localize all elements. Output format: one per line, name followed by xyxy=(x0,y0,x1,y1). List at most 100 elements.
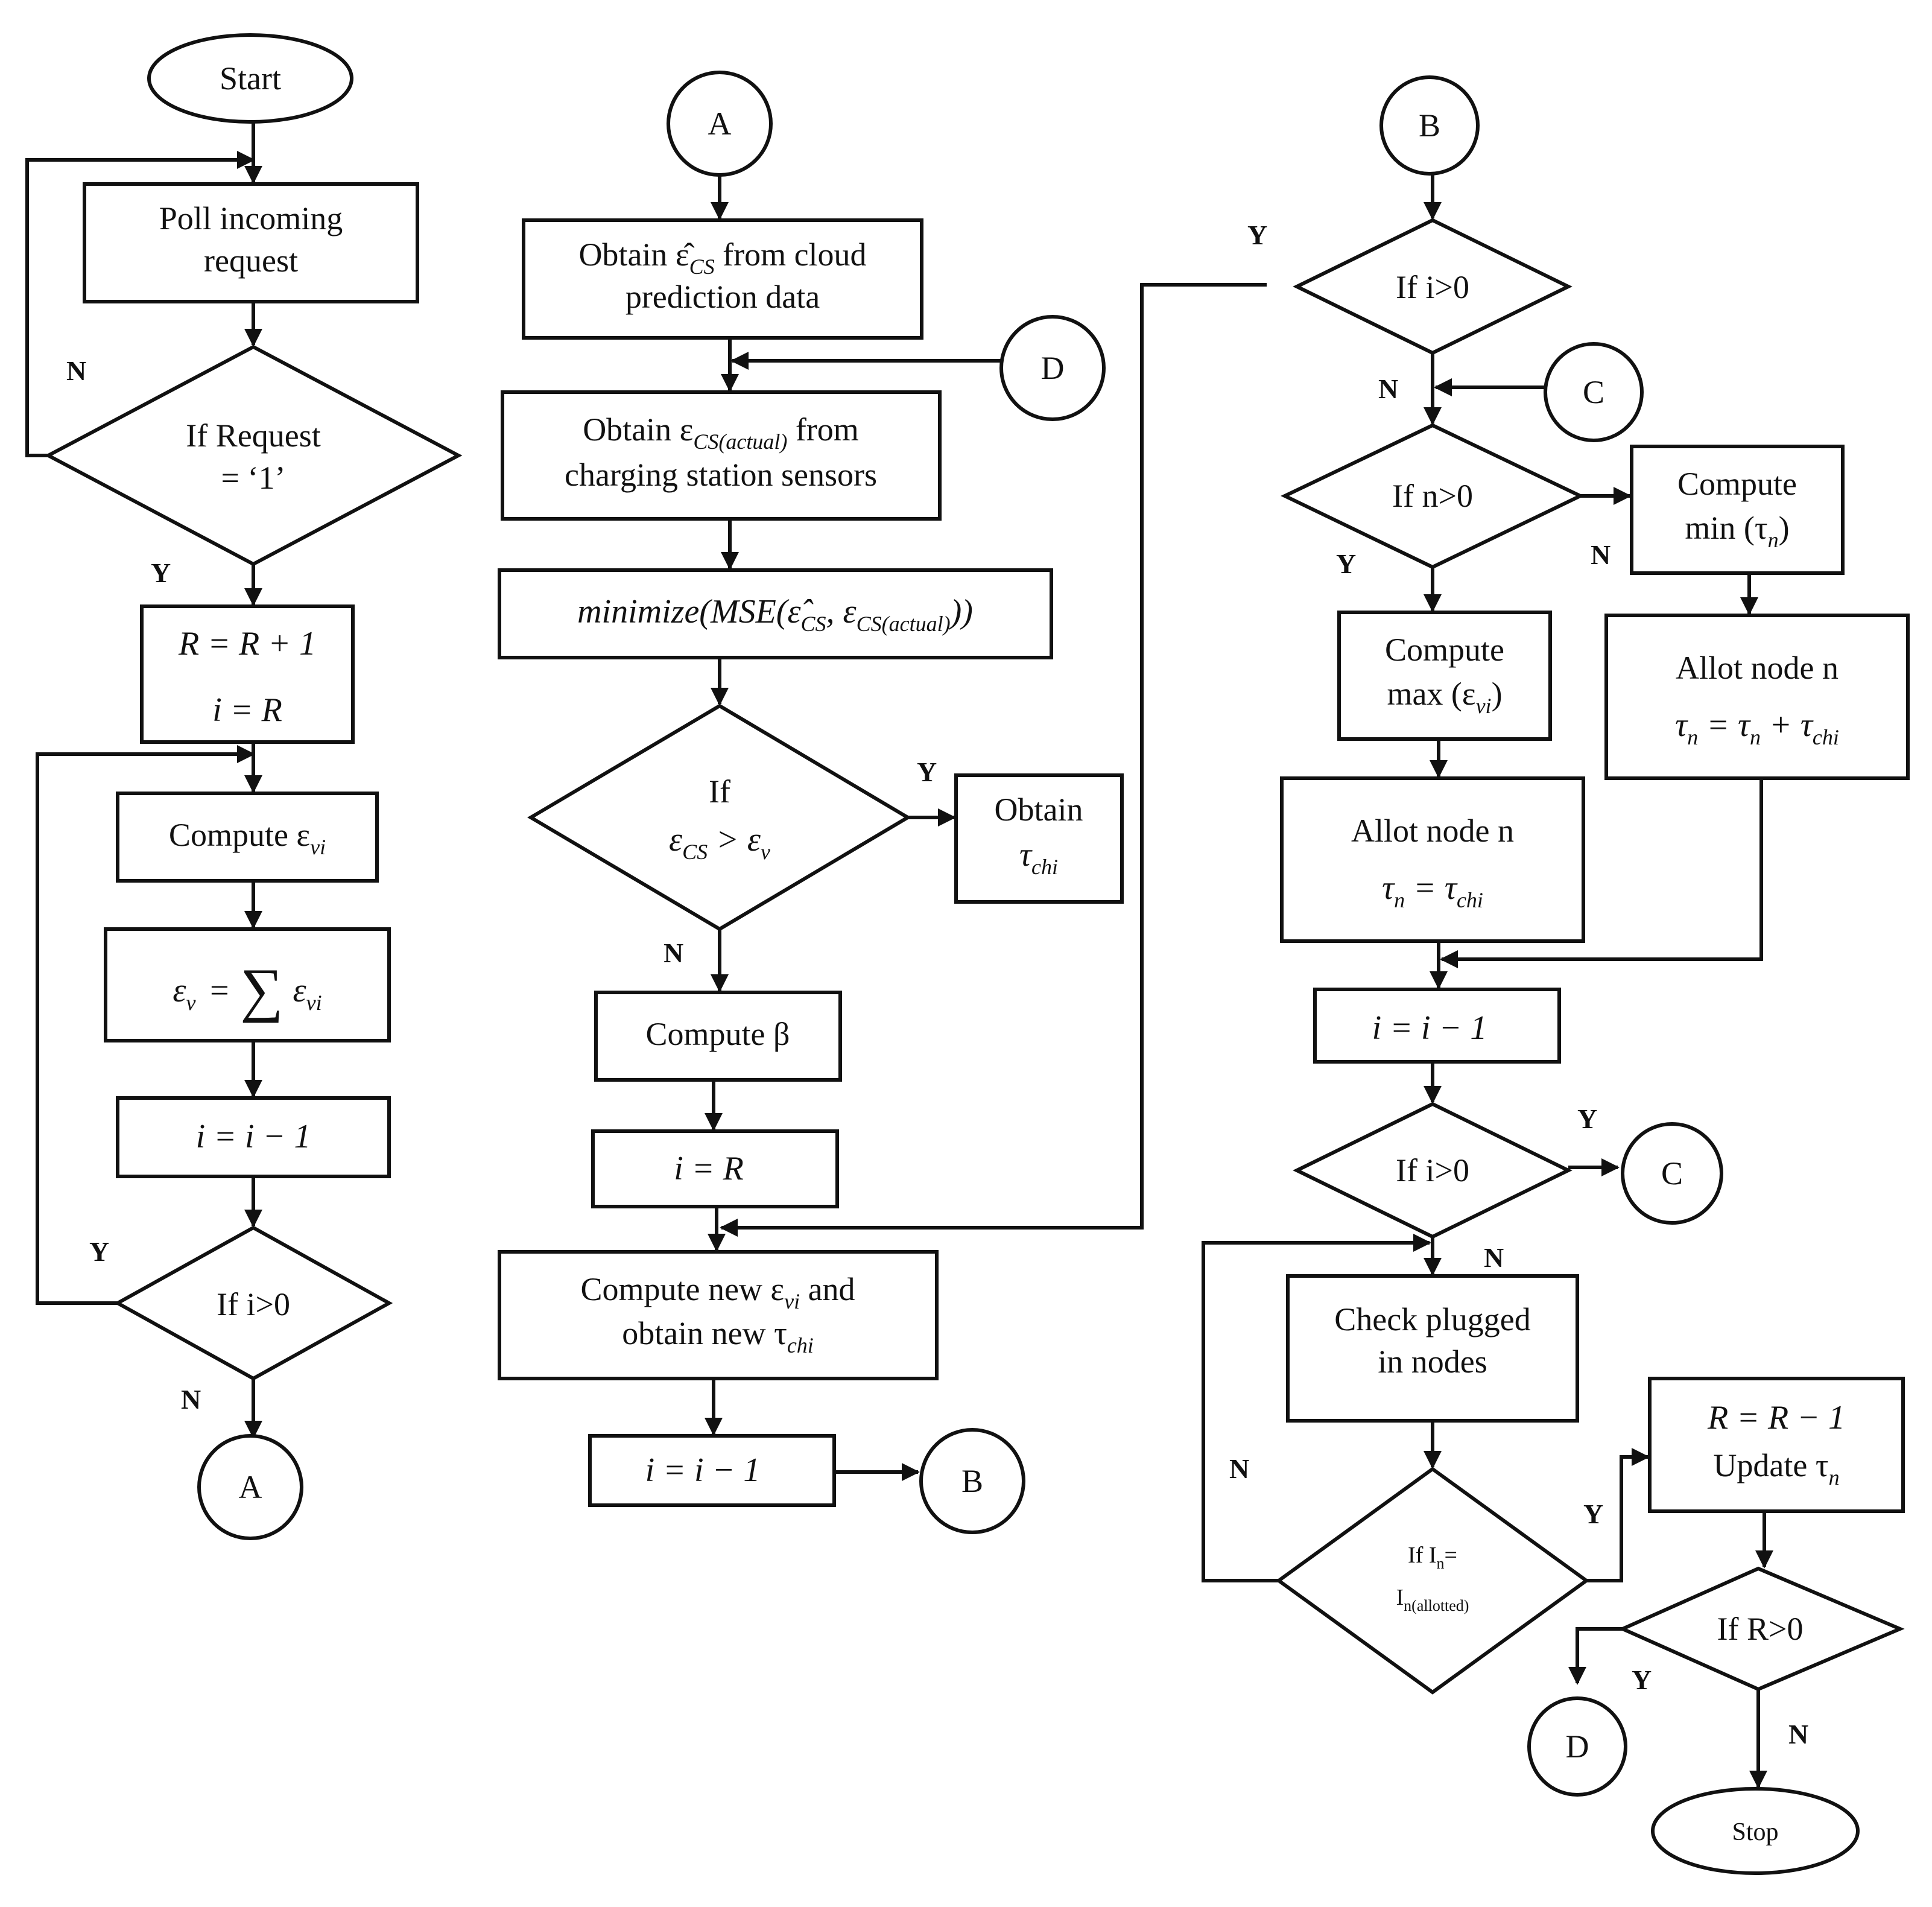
connector-a-col1-label: A xyxy=(239,1469,262,1505)
connector-a-col1 xyxy=(197,1434,303,1540)
loop-yes-from-col3 xyxy=(720,283,1267,1237)
check-plugged-box xyxy=(1286,1274,1579,1423)
check-plugged-line2: in nodes xyxy=(1378,1344,1487,1380)
i-decrement-label: i = i − 1 xyxy=(196,1118,311,1155)
obtain-actual-line1: Obtain εCS(actual) from xyxy=(583,411,859,454)
compute-new-line2: obtain new τchi xyxy=(622,1315,814,1357)
if-in-allotted-decision xyxy=(1275,1467,1590,1695)
i-equals-r-col2-label: i = R xyxy=(674,1150,744,1187)
allot-right-line2: τn = τn + τchi xyxy=(1675,706,1839,749)
stop-label: Stop xyxy=(1732,1818,1778,1846)
start-terminal xyxy=(147,33,353,124)
i-equals-r-box-col2 xyxy=(591,1129,839,1208)
compute-min-line1: Compute xyxy=(1677,466,1797,502)
compute-max-line1: Compute xyxy=(1385,632,1504,668)
if-i-bottom-label: If i>0 xyxy=(1396,1152,1469,1188)
allot-right-line1: Allot node n xyxy=(1676,650,1839,686)
label-y-ifecs: Y xyxy=(917,757,937,787)
allot-left-line1: Allot node n xyxy=(1351,813,1514,849)
r-decrement-box xyxy=(1648,1377,1905,1513)
i-decrement-box xyxy=(116,1096,391,1178)
if-ecs-label-line1: If xyxy=(709,773,730,810)
loop-no-request xyxy=(25,151,255,457)
label-y-ifr: Y xyxy=(1632,1664,1652,1695)
connector-c-left xyxy=(1544,342,1644,442)
sum-label: εv=∑εvi xyxy=(173,956,321,1023)
connector-c-left-label: C xyxy=(1583,374,1604,410)
arrow-right-branch-merge xyxy=(1440,778,1763,968)
label-y-ifn: Y xyxy=(1336,548,1356,579)
label-n-ifi-col1: N xyxy=(181,1384,201,1415)
if-ecs-gt-ev-decision xyxy=(527,703,911,931)
sum-box xyxy=(104,927,391,1042)
column-3: B If i>0 Y N C If n>0 N Compute min (τn)… xyxy=(1202,75,1910,1875)
connector-b-col3-label: B xyxy=(1419,107,1440,144)
label-n-ifecs: N xyxy=(664,938,683,968)
obtain-tau-box xyxy=(954,773,1124,904)
column-2: A Obtain ε̂CS from cloud prediction data… xyxy=(498,71,1267,1534)
compute-min-box xyxy=(1630,445,1845,575)
loop-no-plugged xyxy=(1202,1234,1431,1582)
connector-c-right xyxy=(1621,1122,1723,1225)
compute-max-line2: max (εvi) xyxy=(1387,676,1502,718)
arrow-ifr-to-d xyxy=(1568,1627,1623,1685)
obtain-tau-line2: τchi xyxy=(1019,836,1058,879)
connector-b-col2-label: B xyxy=(961,1463,983,1499)
update-tau-label: Update τn xyxy=(1713,1447,1839,1490)
i-equals-r-label: i = R xyxy=(212,691,282,729)
label-n-ifi-bottom: N xyxy=(1484,1242,1504,1273)
connector-c-right-label: C xyxy=(1661,1155,1683,1191)
poll-request-box xyxy=(83,182,419,303)
r-decrement-label: R = R − 1 xyxy=(1707,1399,1845,1436)
label-n-ifin: N xyxy=(1229,1453,1249,1484)
connector-d-col3-label: D xyxy=(1566,1728,1589,1765)
compute-beta-box xyxy=(594,991,842,1082)
loop-yes-i-positive xyxy=(36,745,255,1305)
connector-d-col3 xyxy=(1527,1696,1627,1797)
if-in-line1: If In= xyxy=(1408,1543,1457,1572)
stop-terminal xyxy=(1651,1787,1860,1875)
obtain-prediction-line1: Obtain ε̂CS from cloud xyxy=(578,236,866,279)
if-request-decision xyxy=(44,344,463,566)
check-plugged-line1: Check plugged xyxy=(1334,1301,1530,1337)
i-decrement-box-col2 xyxy=(588,1434,836,1507)
i-decrement-box-col3 xyxy=(1313,988,1561,1064)
connector-d-col2-label: D xyxy=(1041,350,1065,386)
i-decrement-col2-label: i = i − 1 xyxy=(645,1452,761,1489)
compute-evi-box xyxy=(116,792,379,883)
allot-node-left-box xyxy=(1280,776,1585,943)
r-increment-label: R = R + 1 xyxy=(178,625,316,662)
if-i-top-label: If i>0 xyxy=(1396,269,1469,305)
obtain-prediction-box xyxy=(522,218,923,340)
if-request-label-line1: If Request xyxy=(186,417,320,454)
obtain-prediction-line2: prediction data xyxy=(626,279,820,315)
if-request-label-line2: = ‘1’ xyxy=(221,460,286,496)
label-y-ifin: Y xyxy=(1583,1499,1603,1529)
i-decrement-col3-label: i = i − 1 xyxy=(1372,1009,1487,1047)
compute-new-box xyxy=(498,1250,939,1380)
connector-b-col3 xyxy=(1379,75,1480,176)
arrow-ifin-to-rdec xyxy=(1586,1448,1650,1582)
label-y-ifi-col1: Y xyxy=(89,1236,109,1267)
poll-label-line2: request xyxy=(204,243,298,279)
compute-beta-label: Compute β xyxy=(646,1016,790,1052)
label-n-ifreq: N xyxy=(66,355,86,386)
obtain-tau-line1: Obtain xyxy=(995,792,1083,828)
label-n-ifi-top: N xyxy=(1378,373,1398,404)
r-increment-box xyxy=(140,604,355,744)
allot-node-right-box xyxy=(1604,614,1910,780)
compute-new-line1: Compute new εvi and xyxy=(580,1271,855,1313)
if-ecs-label-line2: εCS > εv xyxy=(669,821,770,864)
compute-min-line2: min (τn) xyxy=(1685,510,1789,552)
start-label: Start xyxy=(220,60,281,97)
minimize-mse-label: minimize(MSE(ε̂CS, εCS(actual))) xyxy=(577,593,973,636)
obtain-actual-line2: charging station sensors xyxy=(565,457,877,493)
if-i-label-col1: If i>0 xyxy=(217,1286,290,1322)
column-1: Start Poll incoming request If Request =… xyxy=(25,33,463,1540)
obtain-actual-box xyxy=(501,390,942,521)
label-n-ifn: N xyxy=(1591,539,1611,570)
if-r-label: If R>0 xyxy=(1717,1611,1804,1647)
label-y-ifi-top: Y xyxy=(1247,220,1267,250)
if-in-line2: In(allotted) xyxy=(1396,1585,1469,1614)
